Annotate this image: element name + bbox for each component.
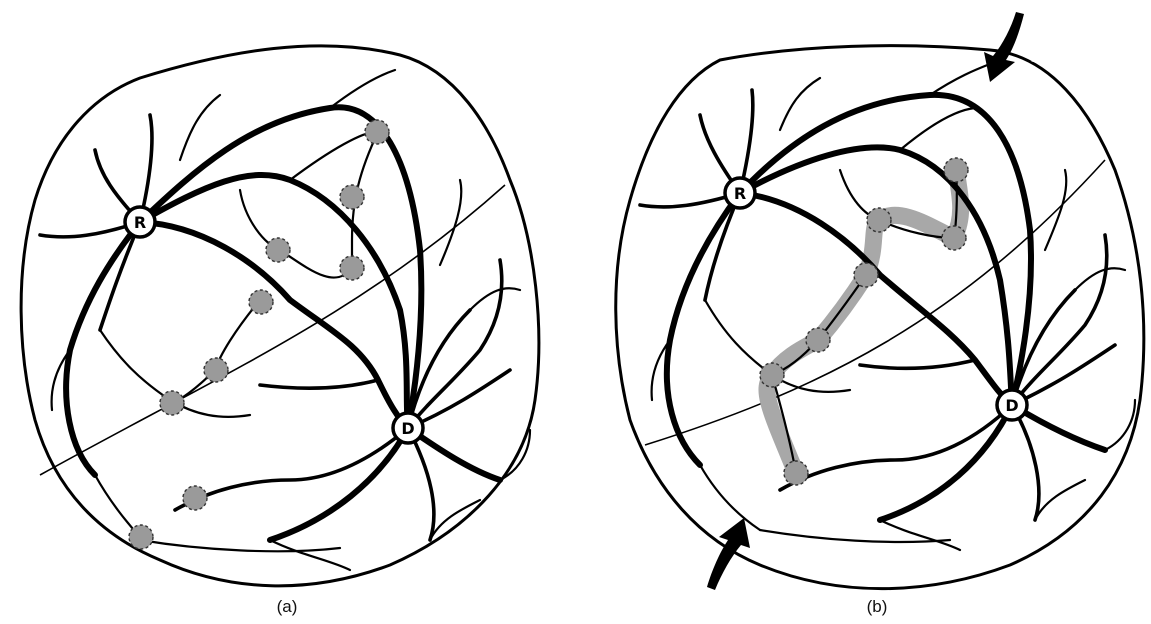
panel-b-spot [806, 328, 830, 352]
panel-b-arrow-bottom [707, 518, 750, 590]
panel-a-spot [183, 486, 207, 510]
panel-b-spot [867, 208, 891, 232]
panel-a-spot [365, 120, 389, 144]
panel-b-spot [760, 363, 784, 387]
panel-a-outline [21, 46, 539, 586]
panel-b-node-d-label: D [1005, 396, 1018, 415]
panel-a-curve-line [40, 185, 505, 475]
panel-a-spot [160, 391, 184, 415]
panel-b-spot [944, 158, 968, 182]
panel-b-curve-line [645, 160, 1105, 445]
panel-a: R D (a) [21, 46, 539, 616]
panel-b-caption: (b) [867, 597, 888, 616]
panel-a-spots [129, 120, 389, 549]
panel-a-node-d: D [393, 413, 423, 443]
panel-a-vessels [40, 70, 530, 570]
panel-a-caption: (a) [277, 597, 298, 616]
panel-a-spot [340, 185, 364, 209]
panel-a-spot [340, 256, 364, 280]
panel-b-spot [942, 226, 966, 250]
panel-a-spot [249, 290, 273, 314]
panel-b-node-r: R [725, 178, 755, 208]
panel-b-node-d: D [997, 390, 1027, 420]
panel-a-node-d-label: D [401, 419, 414, 438]
panel-a-spot [204, 358, 228, 382]
panel-a-spot [266, 238, 290, 262]
panel-b-spot [784, 461, 808, 485]
panel-a-node-r: R [125, 207, 155, 237]
panel-b-outline [616, 46, 1144, 589]
panel-a-spot [129, 525, 153, 549]
panel-b-arrow-top [984, 12, 1024, 82]
panel-b-spot [854, 263, 878, 287]
panel-a-node-r-label: R [134, 213, 146, 232]
panel-b-vessels [640, 62, 1135, 550]
panel-b: R D (b) [616, 12, 1144, 616]
panel-b-node-r-label: R [734, 184, 746, 203]
